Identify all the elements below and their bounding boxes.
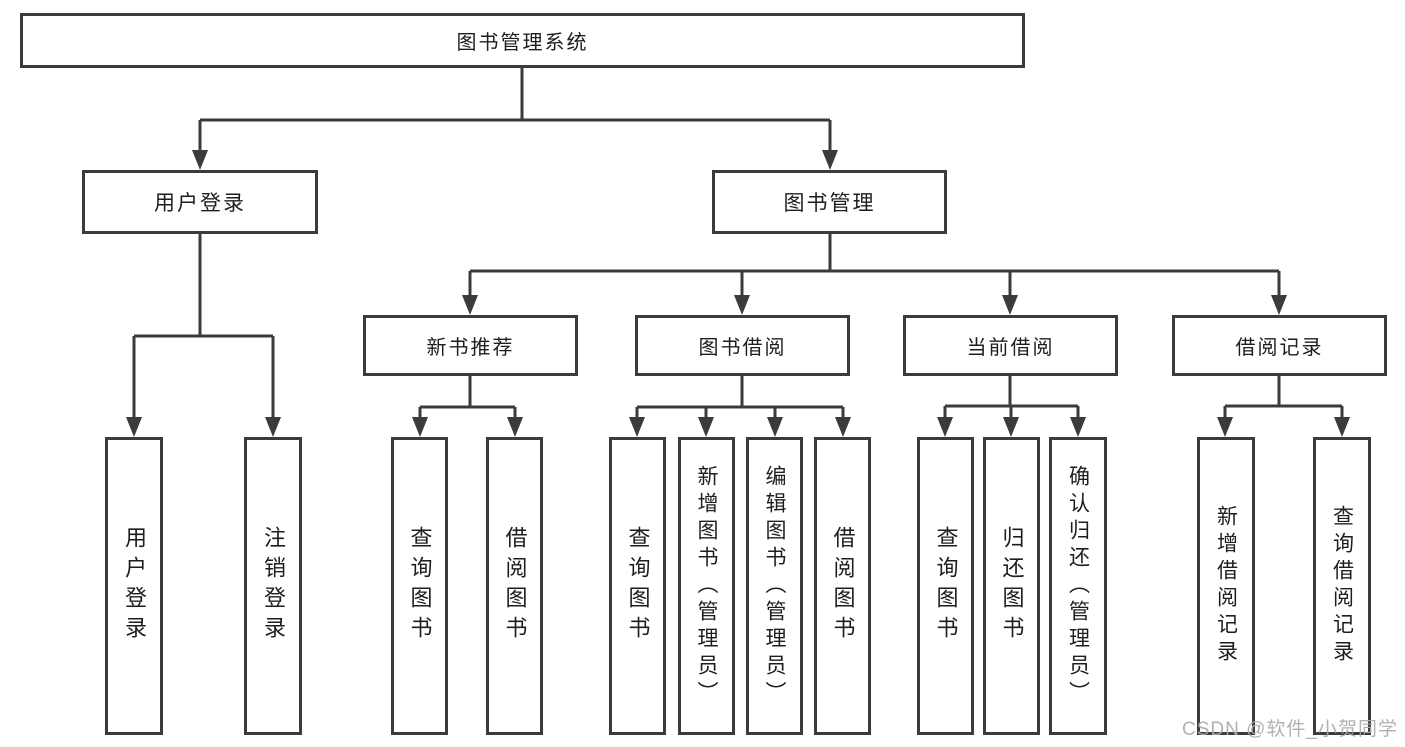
- leaf-edit-books-admin: 编辑图书（管理员）: [746, 437, 803, 735]
- leaf-add-borrow-record: 新增借阅记录: [1197, 437, 1255, 735]
- arrow-down-icon: [822, 150, 838, 170]
- leaf-add-books-admin: 新增图书（管理员）: [678, 437, 735, 735]
- connector-borrow-to-leaves: [635, 376, 845, 419]
- arrow-down-icon: [1070, 417, 1086, 437]
- node-borrowing-records: 借阅记录: [1172, 315, 1387, 376]
- leaf-query-borrow-record: 查询借阅记录: [1313, 437, 1371, 735]
- node-book-management: 图书管理: [712, 170, 947, 234]
- connector-root-to-level2: [198, 68, 832, 152]
- arrow-down-icon: [507, 417, 523, 437]
- arrow-down-icon: [734, 295, 750, 315]
- arrow-down-icon: [462, 295, 478, 315]
- csdn-watermark: CSDN @软件_小贺同学: [1182, 719, 1398, 740]
- leaf-query-books-current: 查询图书: [917, 437, 974, 735]
- connector-bookmgmt-to-level3: [468, 234, 1281, 297]
- leaf-return-books: 归还图书: [983, 437, 1040, 735]
- arrow-down-icon: [1003, 417, 1019, 437]
- arrow-down-icon: [1334, 417, 1350, 437]
- node-library-management-system: 图书管理系统: [20, 13, 1025, 68]
- arrow-down-icon: [937, 417, 953, 437]
- arrow-down-icon: [412, 417, 428, 437]
- node-book-borrowing: 图书借阅: [635, 315, 850, 376]
- leaf-query-books-recommend: 查询图书: [391, 437, 448, 735]
- arrow-down-icon: [629, 417, 645, 437]
- arrow-down-icon: [698, 417, 714, 437]
- connector-paths: [132, 68, 1344, 419]
- arrow-down-icon: [767, 417, 783, 437]
- node-current-borrowing: 当前借阅: [903, 315, 1118, 376]
- arrow-down-icon: [265, 417, 281, 437]
- leaf-user-login: 用户登录: [105, 437, 163, 735]
- leaf-query-books-borrowing: 查询图书: [609, 437, 666, 735]
- arrow-down-icon: [1002, 295, 1018, 315]
- connector-records-to-leaves: [1223, 376, 1344, 419]
- arrow-down-icon: [192, 150, 208, 170]
- leaf-borrow-books-recommend: 借阅图书: [486, 437, 543, 735]
- arrow-down-icon: [1271, 295, 1287, 315]
- arrowhead-icons: [126, 150, 1350, 437]
- node-user-login: 用户登录: [82, 170, 318, 234]
- connector-newrec-to-leaves: [418, 376, 517, 419]
- leaf-logout: 注销登录: [244, 437, 302, 735]
- leaf-borrow-books-borrowing: 借阅图书: [814, 437, 871, 735]
- leaf-confirm-return-admin: 确认归还（管理员）: [1049, 437, 1107, 735]
- arrow-down-icon: [835, 417, 851, 437]
- connector-userlogin-to-leaves: [132, 234, 275, 419]
- node-new-book-recommend: 新书推荐: [363, 315, 578, 376]
- arrow-down-icon: [1217, 417, 1233, 437]
- connector-current-to-leaves: [943, 376, 1080, 419]
- arrow-down-icon: [126, 417, 142, 437]
